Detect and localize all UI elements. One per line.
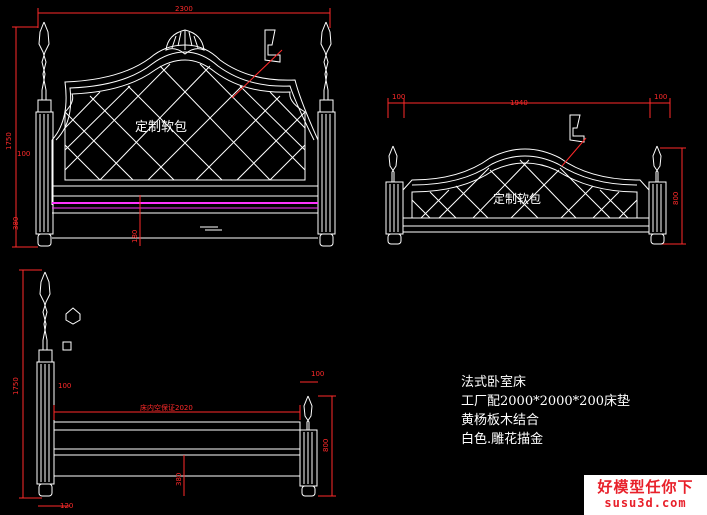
foot-right-dim: 100 xyxy=(654,93,667,101)
watermark-logo: 好模型任你下 susu3d.com xyxy=(584,475,707,515)
front-base-dim: 380 xyxy=(12,217,20,230)
side-foot-dim: 120 xyxy=(60,502,73,510)
foot-view: 100 1940 100 800 定制软包 xyxy=(385,93,686,245)
foot-center-dim: 1940 xyxy=(510,99,528,107)
watermark-line1: 好模型任你下 xyxy=(597,478,694,496)
watermark-line2: susu3d.com xyxy=(604,496,687,510)
front-post-dim: 100 xyxy=(17,150,30,158)
side-post-dim: 100 xyxy=(58,382,71,390)
front-view: 2300 1750 100 380 xyxy=(5,5,336,248)
side-height-dim-right: 800 xyxy=(322,439,330,452)
side-view: 1750 100 床内空保证2020 100 800 xyxy=(12,269,336,510)
foot-height-dim: 800 xyxy=(672,192,680,205)
side-height-dim: 1750 xyxy=(12,377,20,395)
foot-left-dim: 100 xyxy=(392,93,405,101)
side-clearance-dim: 380 xyxy=(175,473,183,486)
front-height-dim: 1750 xyxy=(5,132,13,150)
front-clearance-dim: 180 xyxy=(131,230,139,243)
note-mattress: 工厂配2000*2000*200床垫 xyxy=(461,394,630,409)
foot-panel-label: 定制软包 xyxy=(493,191,541,206)
side-inner-length-dim: 床内空保证2020 xyxy=(140,403,193,412)
front-width-dim: 2300 xyxy=(175,5,193,13)
note-title: 法式卧室床 xyxy=(461,375,527,390)
note-finish: 白色.雕花描金 xyxy=(461,432,544,447)
front-panel-label: 定制软包 xyxy=(135,120,187,135)
side-footpost-dim: 100 xyxy=(311,370,324,378)
note-material: 黄杨板木结合 xyxy=(461,413,540,428)
